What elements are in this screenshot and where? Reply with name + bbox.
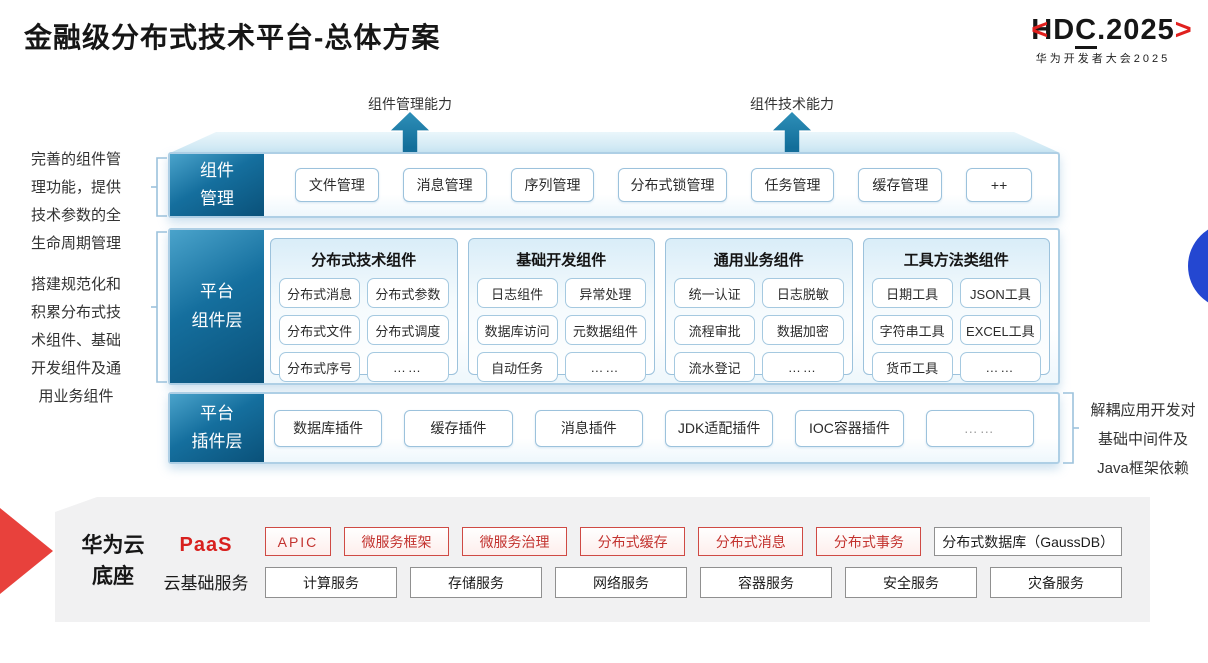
- paas-distributed-transaction: 分布式事务: [816, 527, 922, 556]
- logo-hd: HD: [1031, 14, 1076, 46]
- group-common-business: 通用业务组件 统一认证 日志脱敏 流程审批 数据加密 流水登记 ……: [665, 238, 853, 382]
- logo-subtitle: 华为开发者大会2025: [1035, 53, 1171, 65]
- note-platform-components: 搭建规范化和 积累分布式技 术组件、基础 开发组件及通 用业务组件: [30, 276, 121, 405]
- logo-rest: .2025: [1097, 14, 1175, 46]
- pill-distributed-scheduling: 分布式调度: [367, 315, 449, 345]
- iaas-security-service: 安全服务: [845, 567, 977, 598]
- group-title: 工具方法类组件: [903, 252, 1009, 269]
- pill-journal-registration: 流水登记: [674, 352, 756, 382]
- paas-gaussdb: 分布式数据库（GaussDB）: [934, 527, 1122, 556]
- arrow-label-tech: 组件技术能力: [750, 96, 834, 112]
- pill-exception-handling: 异常处理: [564, 278, 646, 308]
- component-message-management: 消息管理: [402, 168, 487, 202]
- iaas-items-row: 计算服务 存储服务 网络服务 容器服务 安全服务 灾备服务: [265, 567, 1122, 598]
- hdc-logo-text: <HDC.2025>: [1003, 14, 1203, 49]
- iaas-network-service: 网络服务: [555, 567, 687, 598]
- iaas-storage-service: 存储服务: [410, 567, 542, 598]
- page-title: 金融级分布式技术平台-总体方案: [24, 22, 441, 53]
- pill-log-component: 日志组件: [476, 278, 558, 308]
- paas-distributed-message: 分布式消息: [698, 527, 804, 556]
- left-bracket-row1: [151, 157, 167, 217]
- plugin-database: 数据库插件: [274, 409, 383, 447]
- paas-microservice-framework: 微服务框架: [343, 527, 450, 556]
- group-basic-dev: 基础开发组件 日志组件 异常处理 数据库访问 元数据组件 自动任务 ……: [467, 238, 655, 382]
- row-component-management: 组件 管理 文件管理 消息管理 序列管理 分布式锁管理 任务管理 缓存管理 ++: [168, 152, 1060, 218]
- pill-unified-auth: 统一认证: [674, 278, 756, 308]
- group-title: 通用业务组件: [713, 252, 804, 269]
- arrow-label-mgmt: 组件管理能力: [368, 96, 452, 112]
- pill-json-utility: JSON工具: [959, 278, 1041, 308]
- pill-data-encryption: 数据加密: [762, 315, 844, 345]
- pill-distributed-message: 分布式消息: [279, 278, 361, 308]
- paas-label: PaaS: [179, 534, 233, 556]
- pill-ellipsis: ……: [959, 352, 1041, 382]
- pill-excel-utility: EXCEL工具: [959, 315, 1041, 345]
- plugin-ioc-container: IOC容器插件: [795, 409, 904, 447]
- iaas-container-service: 容器服务: [700, 567, 832, 598]
- pill-grid: 日期工具 JSON工具 字符串工具 EXCEL工具 货币工具 ……: [871, 278, 1041, 382]
- pill-date-utility: 日期工具: [871, 278, 953, 308]
- pill-string-utility: 字符串工具: [871, 315, 953, 345]
- pill-metadata-component: 元数据组件: [564, 315, 646, 345]
- group-title: 分布式技术组件: [311, 252, 417, 269]
- iaas-compute-service: 计算服务: [265, 567, 397, 598]
- component-file-management: 文件管理: [295, 168, 379, 202]
- pill-distributed-parameter: 分布式参数: [367, 278, 449, 308]
- pill-grid: 统一认证 日志脱敏 流程审批 数据加密 流水登记 ……: [674, 278, 844, 382]
- component-cache-management: 缓存管理: [858, 168, 943, 202]
- huawei-cloud-foundation-panel: 华为云 底座 PaaS 云基础服务 APIC 微服务框架 微服务治理 分布式缓存…: [55, 497, 1150, 622]
- row-content: 数据库插件 缓存插件 消息插件 JDK适配插件 IOC容器插件 ……: [264, 394, 1058, 462]
- right-bracket-row3: [1063, 392, 1079, 464]
- plugin-cache: 缓存插件: [404, 409, 513, 447]
- paas-apic: APIC: [265, 527, 331, 556]
- iaas-disaster-recovery-service: 灾备服务: [990, 567, 1122, 598]
- paas-microservice-governance: 微服务治理: [462, 527, 568, 556]
- logo-c-underlined: C: [1075, 14, 1098, 49]
- logo-left-bracket: <: [1031, 14, 1050, 46]
- note-component-management: 完善的组件管 理功能，提供 技术参数的全 生命周期管理: [30, 151, 121, 252]
- left-bracket-row2: [151, 231, 167, 383]
- plugin-ellipsis: ……: [925, 409, 1034, 447]
- component-sequence-management: 序列管理: [510, 168, 595, 202]
- pill-log-masking: 日志脱敏: [762, 278, 844, 308]
- pill-grid: 分布式消息 分布式参数 分布式文件 分布式调度 分布式序号 ……: [279, 278, 449, 382]
- row-content: 文件管理 消息管理 序列管理 分布式锁管理 任务管理 缓存管理 ++: [264, 154, 1058, 216]
- pill-ellipsis: ……: [367, 352, 449, 382]
- pill-currency-utility: 货币工具: [871, 352, 953, 382]
- red-arrow-icon: [0, 508, 53, 594]
- component-plus-plus: ++: [966, 168, 1032, 202]
- pill-ellipsis: ……: [564, 352, 646, 382]
- row-label-platform-plugins: 平台 插件层: [170, 394, 264, 462]
- plugin-message: 消息插件: [534, 409, 643, 447]
- group-utility-methods: 工具方法类组件 日期工具 JSON工具 字符串工具 EXCEL工具 货币工具 ……: [862, 238, 1050, 382]
- top-face-shape: [170, 132, 1060, 153]
- row-label-platform-components: 平台 组件层: [170, 230, 264, 383]
- note-decoupling: 解耦应用开发对 基础中间件及 Java框架依赖: [1090, 402, 1196, 477]
- pill-grid: 日志组件 异常处理 数据库访问 元数据组件 自动任务 ……: [476, 278, 646, 382]
- pill-ellipsis: ……: [762, 352, 844, 382]
- logo-right-bracket: >: [1174, 14, 1193, 46]
- hdc-logo: <HDC.2025> 华为开发者大会2025: [1003, 14, 1203, 66]
- row-platform-component-layer: 平台 组件层 分布式技术组件 分布式消息 分布式参数 分布式文件 分布式调度 分…: [168, 228, 1060, 385]
- pill-distributed-file: 分布式文件: [279, 315, 361, 345]
- pill-process-approval: 流程审批: [674, 315, 756, 345]
- row-platform-plugin-layer: 平台 插件层 数据库插件 缓存插件 消息插件 JDK适配插件 IOC容器插件 ……: [168, 392, 1060, 464]
- paas-distributed-cache: 分布式缓存: [580, 527, 686, 556]
- row-label-component-management: 组件 管理: [170, 154, 264, 216]
- component-task-management: 任务管理: [750, 168, 835, 202]
- pill-auto-task: 自动任务: [476, 352, 558, 382]
- paas-items-row: APIC 微服务框架 微服务治理 分布式缓存 分布式消息 分布式事务 分布式数据…: [265, 527, 1122, 556]
- blue-circle-decoration: [1188, 223, 1208, 309]
- component-groups: 分布式技术组件 分布式消息 分布式参数 分布式文件 分布式调度 分布式序号 ………: [264, 230, 1058, 383]
- foundation-label: 华为云 底座: [81, 534, 145, 588]
- pill-distributed-serial: 分布式序号: [279, 352, 361, 382]
- group-title: 基础开发组件: [516, 252, 607, 269]
- plugin-jdk-adapter: JDK适配插件: [664, 409, 774, 447]
- cloud-basic-services-label: 云基础服务: [163, 574, 249, 593]
- component-distributed-lock-management: 分布式锁管理: [618, 168, 727, 202]
- pill-database-access: 数据库访问: [476, 315, 558, 345]
- group-distributed-tech: 分布式技术组件 分布式消息 分布式参数 分布式文件 分布式调度 分布式序号 ……: [270, 238, 458, 382]
